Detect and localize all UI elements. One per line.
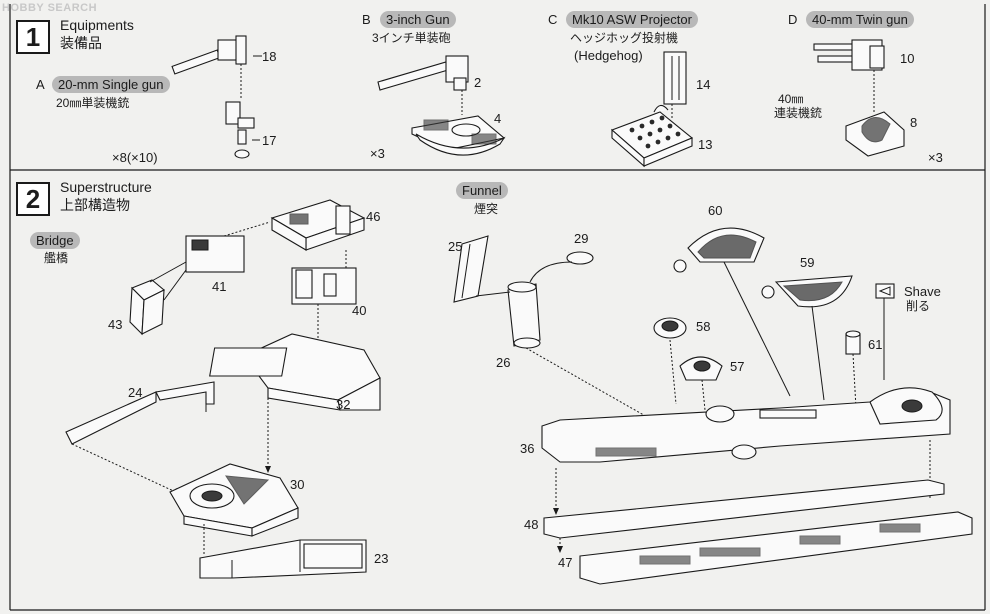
part-30: 30 — [290, 477, 305, 492]
watermark-logo: HOBBY SEARCH — [2, 2, 98, 14]
drawing-40mm-twin — [813, 39, 905, 157]
shave-note: Shave — [904, 284, 941, 299]
equip-a-name-jp: 20㎜単装機銃 — [56, 96, 130, 110]
drawing-funnel — [453, 235, 671, 431]
part-17: 17 — [262, 133, 277, 148]
equip-d-name: 40-mm Twin gun — [806, 11, 914, 28]
drawing-20mm-gun — [171, 35, 262, 159]
part-4: 4 — [494, 111, 502, 126]
part-14: 14 — [696, 77, 711, 92]
part-36: 36 — [520, 441, 535, 456]
step-number-1: 1 — [16, 20, 50, 54]
part-26: 26 — [496, 355, 511, 370]
shave-note-jp: 削る — [906, 299, 931, 313]
drawing-3inch-gun — [377, 55, 506, 156]
equip-b-qty: ×3 — [370, 146, 385, 161]
step-1-title-jp: 装備品 — [60, 35, 102, 51]
equip-c-name-alt: (Hedgehog) — [574, 48, 643, 63]
equip-d-letter: D — [788, 12, 798, 27]
equip-b-name-jp: 3インチ単装砲 — [372, 31, 451, 45]
bridge-label-jp: 艦橋 — [44, 251, 69, 265]
part-8: 8 — [910, 115, 918, 130]
step-2-title-en: Superstructure — [60, 179, 152, 195]
drawing-bridge-assembly — [65, 199, 381, 579]
part-10: 10 — [900, 51, 915, 66]
bridge-label: Bridge — [30, 232, 80, 249]
equip-c-name: Mk10 ASW Projector — [566, 11, 698, 28]
drawing-deck-assembly — [541, 227, 973, 585]
part-46: 46 — [366, 209, 381, 224]
part-32: 32 — [336, 397, 351, 412]
equip-d-name-jp-1: 40㎜ — [778, 92, 804, 106]
step-1-title-en: Equipments — [60, 17, 134, 33]
equip-a-qty: ×8(×10) — [112, 150, 158, 165]
drawing-hedgehog — [610, 51, 694, 168]
part-41: 41 — [212, 279, 227, 294]
equip-a-letter: A — [36, 77, 45, 92]
equip-d-qty: ×3 — [928, 150, 943, 165]
equip-d-name-jp-2: 連装機銃 — [774, 106, 823, 120]
part-40: 40 — [352, 303, 367, 318]
funnel-label: Funnel — [456, 182, 508, 199]
part-24: 24 — [128, 385, 143, 400]
step-number-2: 2 — [16, 182, 50, 216]
equip-c-letter: C — [548, 12, 558, 27]
part-58: 58 — [696, 319, 711, 334]
part-43: 43 — [108, 317, 123, 332]
equip-b-name: 3-inch Gun — [380, 11, 456, 28]
part-57: 57 — [730, 359, 745, 374]
part-23: 23 — [374, 551, 389, 566]
part-29: 29 — [574, 231, 589, 246]
part-59: 59 — [800, 255, 815, 270]
equip-b-letter: B — [362, 12, 371, 27]
step-2-title-jp: 上部構造物 — [60, 197, 130, 213]
equip-a-name: 20-mm Single gun — [52, 76, 170, 93]
funnel-label-jp: 煙突 — [474, 202, 499, 216]
part-2: 2 — [474, 75, 482, 90]
part-47: 47 — [558, 555, 573, 570]
part-25: 25 — [448, 239, 463, 254]
part-48: 48 — [524, 517, 539, 532]
part-13: 13 — [698, 137, 713, 152]
equip-c-name-jp: ヘッジホッグ投射機 — [570, 31, 679, 45]
part-61: 61 — [868, 337, 883, 352]
part-18: 18 — [262, 49, 277, 64]
part-60: 60 — [708, 203, 723, 218]
